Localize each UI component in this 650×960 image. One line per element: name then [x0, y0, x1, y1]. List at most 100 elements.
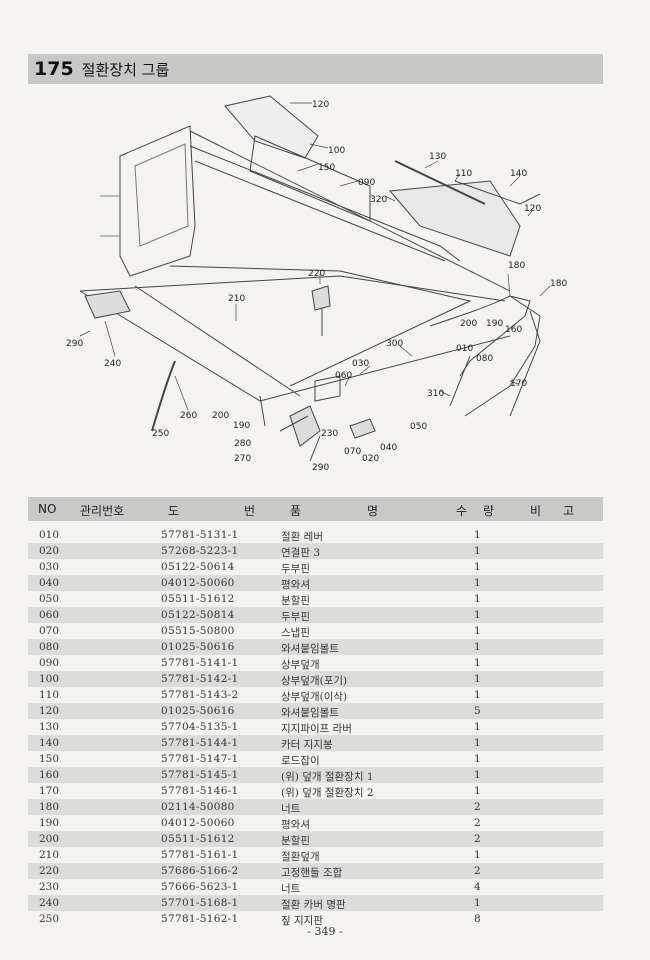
callout-label: 080	[476, 354, 493, 364]
callout-label: 140	[510, 169, 527, 179]
part-number-cell: 01025-50616	[161, 705, 235, 717]
callout-label: 270	[234, 454, 251, 464]
part-no-cell: 020	[39, 545, 60, 557]
quantity-cell: 1	[474, 545, 481, 557]
callout-label: 120	[312, 100, 329, 110]
part-number-cell: 04012-50060	[161, 817, 235, 829]
quantity-cell: 1	[474, 673, 481, 685]
table-row: 090 57781-5141-1 상부덮개 1	[28, 655, 603, 671]
part-number-cell: 57781-5144-1	[161, 737, 239, 749]
callout-label: 320	[370, 195, 387, 205]
callout-label: 290	[66, 339, 83, 349]
quantity-cell: 1	[474, 897, 481, 909]
header-pum: 품	[290, 504, 302, 518]
part-no-cell: 090	[39, 657, 60, 669]
callout-label: 180	[508, 261, 525, 271]
callout-label: 120	[524, 204, 541, 214]
part-name-cell: 로드잡이	[281, 755, 320, 767]
part-no-cell: 180	[39, 801, 60, 813]
header-do: 도	[168, 504, 180, 518]
quantity-cell: 1	[474, 609, 481, 621]
part-no-cell: 200	[39, 833, 60, 845]
callout-label: 070	[344, 447, 361, 457]
section-number: 175	[34, 58, 74, 80]
part-no-cell: 140	[39, 737, 60, 749]
quantity-cell: 1	[474, 593, 481, 605]
callout-label: 040	[380, 443, 397, 453]
part-number-cell: 57701-5168-1	[161, 897, 239, 909]
quantity-cell: 2	[474, 833, 481, 845]
table-row: 220 57686-5166-2 고정핸들 조합 2	[28, 863, 603, 879]
part-no-cell: 100	[39, 673, 60, 685]
part-no-cell: 070	[39, 625, 60, 637]
quantity-cell: 8	[474, 913, 481, 925]
callout-label: 210	[228, 294, 245, 304]
quantity-cell: 1	[474, 641, 481, 653]
part-number-cell: 57781-5141-1	[161, 657, 239, 669]
quantity-cell: 1	[474, 769, 481, 781]
part-number-cell: 57686-5166-2	[161, 865, 239, 877]
quantity-cell: 1	[474, 529, 481, 541]
part-no-cell: 110	[39, 689, 60, 701]
callout-label: 240	[104, 359, 121, 369]
quantity-cell: 1	[474, 561, 481, 573]
quantity-cell: 1	[474, 689, 481, 701]
part-number-cell: 05122-50814	[161, 609, 235, 621]
part-name-cell: 절환 레버	[281, 531, 323, 543]
callout-label: 230	[321, 429, 338, 439]
callout-label: 280	[234, 439, 251, 449]
quantity-cell: 1	[474, 625, 481, 637]
part-number-cell: 57704-5135-1	[161, 721, 239, 733]
part-no-cell: 050	[39, 593, 60, 605]
part-name-cell: 분할핀	[281, 835, 310, 847]
table-row: 110 57781-5143-2 상부덮개(이삭) 1	[28, 687, 603, 703]
part-name-cell: (위) 덮개 절환장치 2	[281, 787, 374, 799]
part-name-cell: 지지파이프 라버	[281, 723, 352, 735]
part-no-cell: 210	[39, 849, 60, 861]
part-number-cell: 57781-5143-2	[161, 689, 239, 701]
callout-label: 180	[550, 279, 567, 289]
part-no-cell: 220	[39, 865, 60, 877]
table-row: 200 05511-51612 분할핀 2	[28, 831, 603, 847]
part-name-cell: 절환덮개	[281, 851, 320, 863]
callout-label: 260	[180, 411, 197, 421]
part-name-cell: (위) 덮개 절환장치 1	[281, 771, 374, 783]
part-no-cell: 060	[39, 609, 60, 621]
part-number-cell: 57781-5146-1	[161, 785, 239, 797]
callout-label: 190	[233, 421, 250, 431]
part-name-cell: 분할핀	[281, 595, 310, 607]
part-name-cell: 두부핀	[281, 563, 310, 575]
part-name-cell: 상부덮개	[281, 659, 320, 671]
part-no-cell: 040	[39, 577, 60, 589]
quantity-cell: 1	[474, 657, 481, 669]
part-number-cell: 57781-5147-1	[161, 753, 239, 765]
callout-label: 170	[510, 379, 527, 389]
quantity-cell: 5	[474, 705, 481, 717]
quantity-cell: 2	[474, 865, 481, 877]
callout-label: 160	[505, 325, 522, 335]
part-number-cell: 05511-51612	[161, 833, 235, 845]
part-number-cell: 57781-5145-1	[161, 769, 239, 781]
callout-label: 010	[456, 344, 473, 354]
part-no-cell: 160	[39, 769, 60, 781]
quantity-cell: 1	[474, 577, 481, 589]
section-title-bar: 175 절환장치 그룹	[28, 54, 603, 84]
callout-label: 200	[460, 319, 477, 329]
callout-label: 090	[358, 178, 375, 188]
part-name-cell: 평와셔	[281, 579, 310, 591]
callout-label: 250	[152, 429, 169, 439]
callout-label: 020	[362, 454, 379, 464]
part-name-cell: 고정핸들 조합	[281, 867, 343, 879]
quantity-cell: 1	[474, 721, 481, 733]
part-name-cell: 상부덮개(이삭)	[281, 691, 348, 703]
